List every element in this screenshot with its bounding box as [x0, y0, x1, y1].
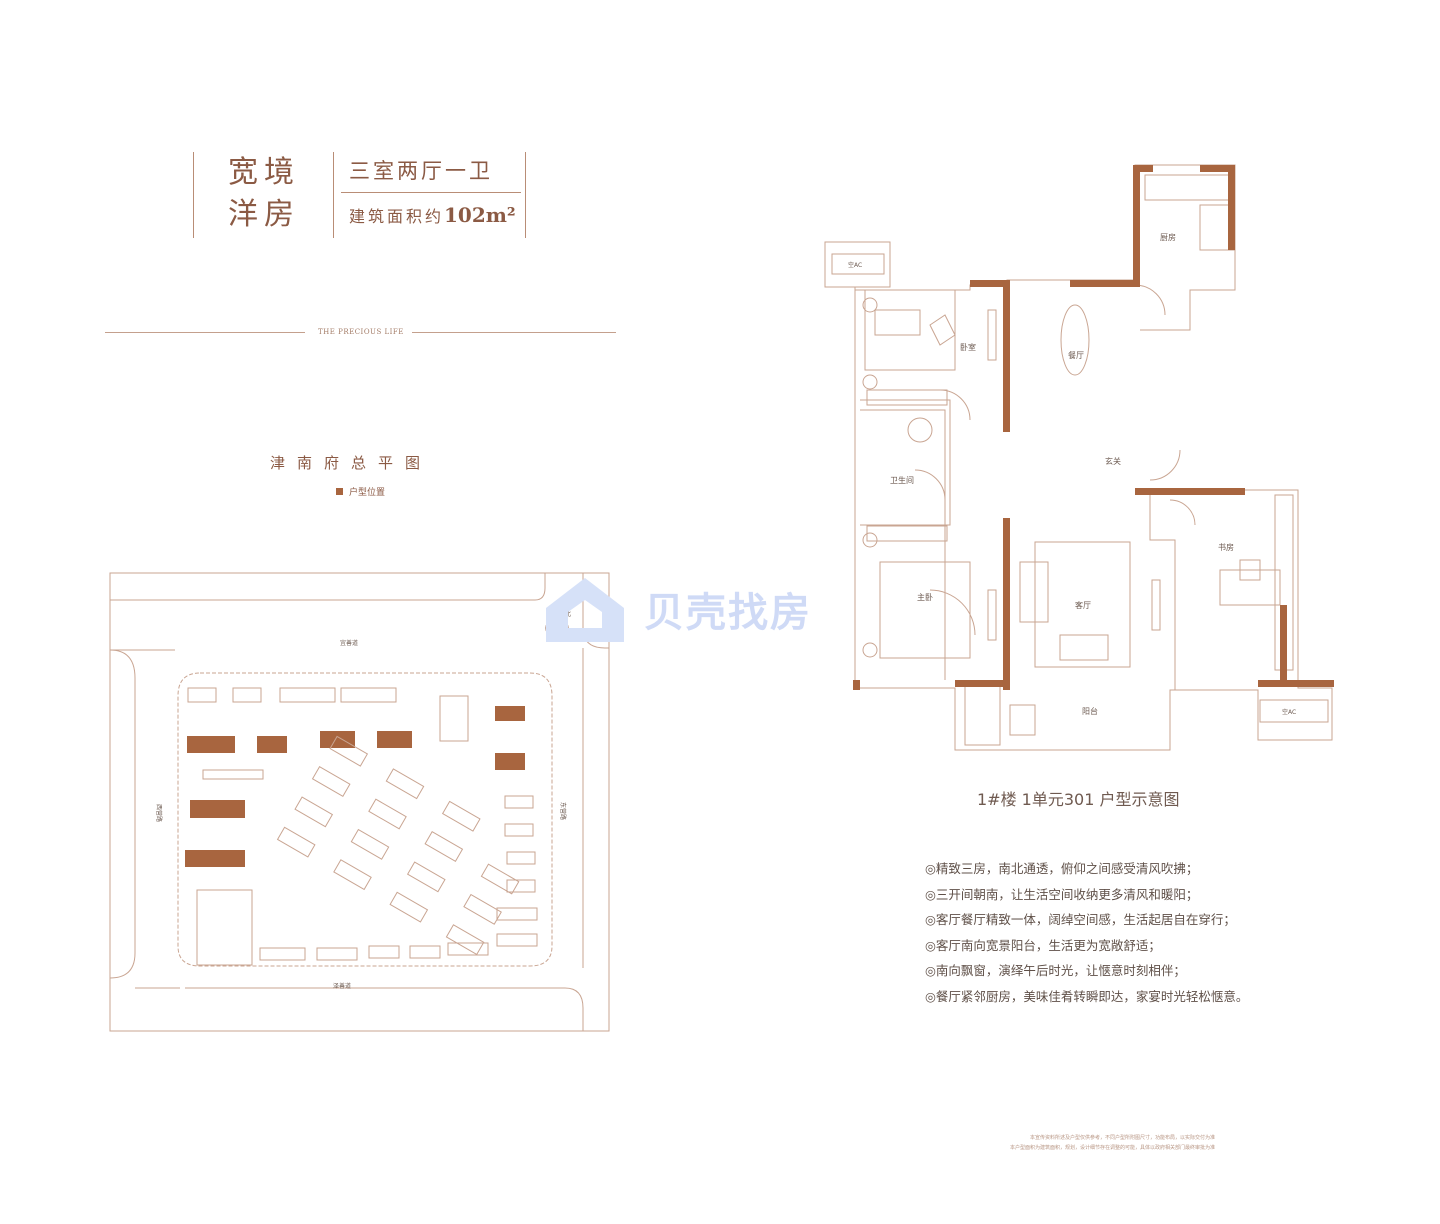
room-ac-1: 空AC: [848, 261, 862, 269]
room-balcony: 阳台: [1082, 706, 1098, 716]
road-label-south: 泽善道: [333, 982, 351, 990]
site-plan-frame: [109, 572, 610, 1032]
area-prefix: 建筑面积约: [349, 207, 445, 226]
floor-plan-walls: [853, 165, 1334, 690]
legend-label: 户型位置: [349, 488, 386, 498]
disclaimer: 本宣传资料所述及户型仅供参考，不同户型所附图尺寸，功能布局，以实际交付为准 本户…: [1010, 1133, 1215, 1153]
layout-type: 三室两厅一卫: [349, 159, 493, 183]
feature-item: ◎三开间朝南，让生活空间收纳更多清风和暖阳；: [925, 886, 1199, 902]
room-kitchen: 厨房: [1160, 232, 1176, 242]
room-bedroom: 卧室: [960, 342, 976, 352]
legend-swatch: [336, 488, 343, 495]
floor-plan-caption: 1#楼 1单元301 户型示意图: [977, 790, 1180, 809]
room-foyer: 玄关: [1105, 456, 1121, 466]
road-south: [135, 987, 584, 1031]
floor-plan-outline: [824, 164, 1333, 751]
tagline-rule-left: [105, 332, 305, 333]
title-line-2: 洋房: [228, 197, 300, 232]
area-info: 建筑面积约102m²: [349, 203, 516, 227]
svg-text:北: 北: [565, 610, 571, 618]
room-master: 主卧: [917, 592, 933, 602]
feature-item: ◎客厅餐厅精致一体，阔绰空间感，生活起居自在穿行；: [925, 912, 1236, 927]
header-rule: [341, 192, 521, 193]
watermark-logo-icon: [546, 578, 624, 642]
site-plan-map: 宜善道 泽善道 西营路 东营路 北: [109, 572, 610, 1032]
feature-item: ◎精致三房，南北通透，俯仰之间感受清风吹拂；: [925, 861, 1199, 876]
watermark-text: 贝壳找房: [644, 590, 812, 636]
header-divider-left: [193, 152, 194, 238]
road-west: [109, 649, 136, 979]
tagline: THE PRECIOUS LIFE: [318, 328, 404, 336]
room-living: 客厅: [1075, 600, 1091, 610]
disclaimer-line: 本宣传资料所述及户型仅供参考，不同户型所附图尺寸，功能布局，以实际交付为准: [1029, 1135, 1215, 1141]
room-bathroom: 卫生间: [890, 475, 914, 485]
header-divider-right: [525, 152, 526, 238]
title-line-1: 宽境: [228, 155, 300, 190]
site-plan-legend: 户型位置: [336, 485, 385, 498]
tagline-rule-right: [412, 332, 616, 333]
road-label-east: 东营路: [559, 802, 567, 820]
header-divider-mid: [333, 152, 334, 238]
disclaimer-line: 本户型面积为建筑面积，规划，设计细节存在调整的可能，具体以政府相关部门最终审批为…: [1009, 1145, 1215, 1151]
road-north: [110, 573, 609, 651]
area-value: 102m²: [444, 203, 516, 227]
feature-item: ◎客厅南向宽景阳台，生活更为宽敞舒适；: [925, 937, 1161, 953]
road-label-north: 宜善道: [340, 639, 358, 647]
site-boundary: [177, 672, 553, 967]
room-study: 书房: [1218, 542, 1234, 552]
watermark: 贝壳找房: [540, 572, 812, 646]
site-buildings: [187, 687, 538, 966]
feature-item: ◎餐厅紧邻厨房，美味佳肴转瞬即达，家宴时光轻松惬意。: [925, 988, 1249, 1004]
feature-item: ◎南向飘窗，演绎午后时光，让惬意时刻相伴；: [925, 963, 1186, 978]
room-dining: 餐厅: [1068, 351, 1084, 360]
floor-plan: 厨房 卧室 餐厅 玄关 卫生间 书房 主卧 客厅 阳台 空AC 空AC: [824, 164, 1334, 751]
features-list: ◎精致三房，南北通透，俯仰之间感受清风吹拂； ◎三开间朝南，让生活空间收纳更多清…: [925, 856, 1248, 1009]
page-title: 宽境 洋房: [228, 152, 300, 236]
room-ac-2: 空AC: [1282, 708, 1296, 716]
site-plan-title: 津南府总平图: [270, 454, 433, 472]
road-label-west: 西营路: [155, 804, 163, 822]
highlighted-buildings: [185, 706, 525, 867]
